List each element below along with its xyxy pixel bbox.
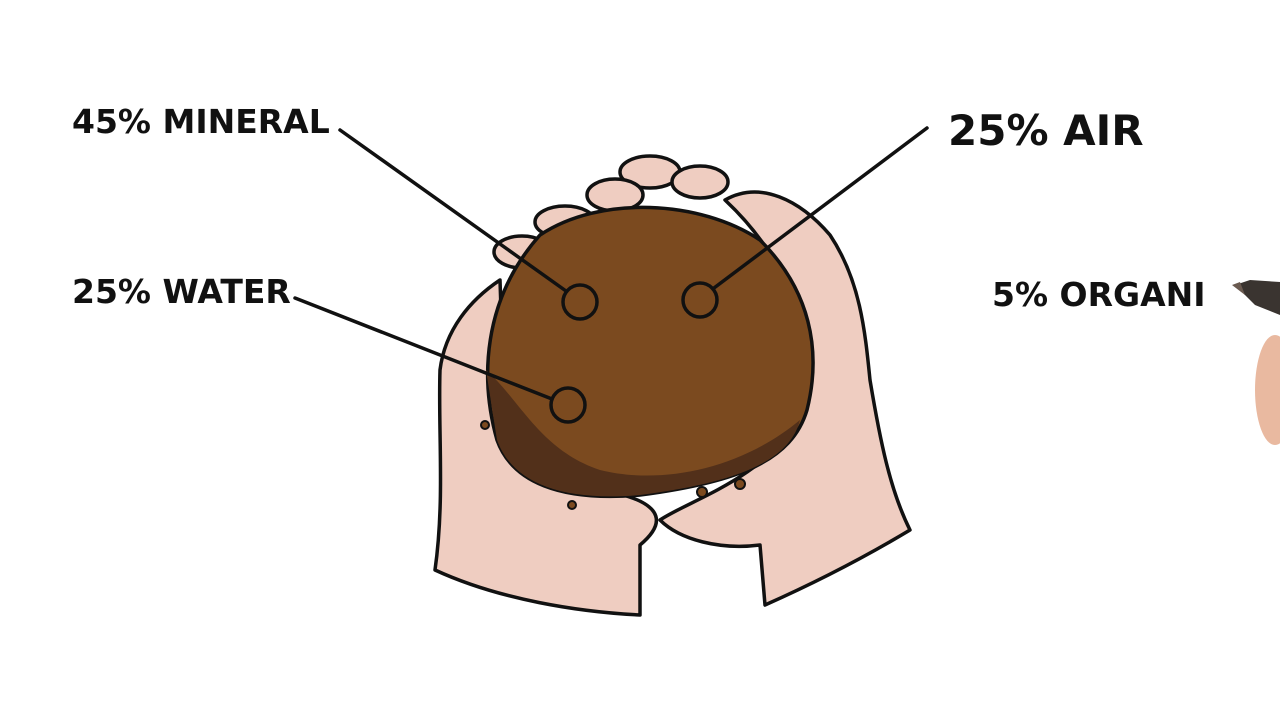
soil-crumb <box>567 500 577 510</box>
water-marker <box>549 386 587 424</box>
water-label: 25% WATER <box>72 272 291 311</box>
marker-pen-in-hand-icon <box>1232 280 1280 445</box>
mineral-marker <box>561 283 599 321</box>
soil-crumb <box>734 478 746 490</box>
mineral-label: 45% MINERAL <box>72 102 330 141</box>
soil-crumb <box>480 420 490 430</box>
soil-crumb <box>696 486 708 498</box>
marker-tip <box>1232 282 1245 295</box>
soil-shadow <box>486 370 800 497</box>
water-leader-line <box>293 296 554 401</box>
air-marker <box>681 281 719 319</box>
marker-body <box>1235 280 1280 315</box>
mineral-leader-line <box>338 128 568 293</box>
air-label: 25% AIR <box>948 106 1144 155</box>
organic-label: 5% ORGANI <box>992 275 1206 314</box>
air-leader-line <box>712 126 929 290</box>
finger <box>670 164 730 200</box>
drawing-hand <box>1255 335 1280 445</box>
